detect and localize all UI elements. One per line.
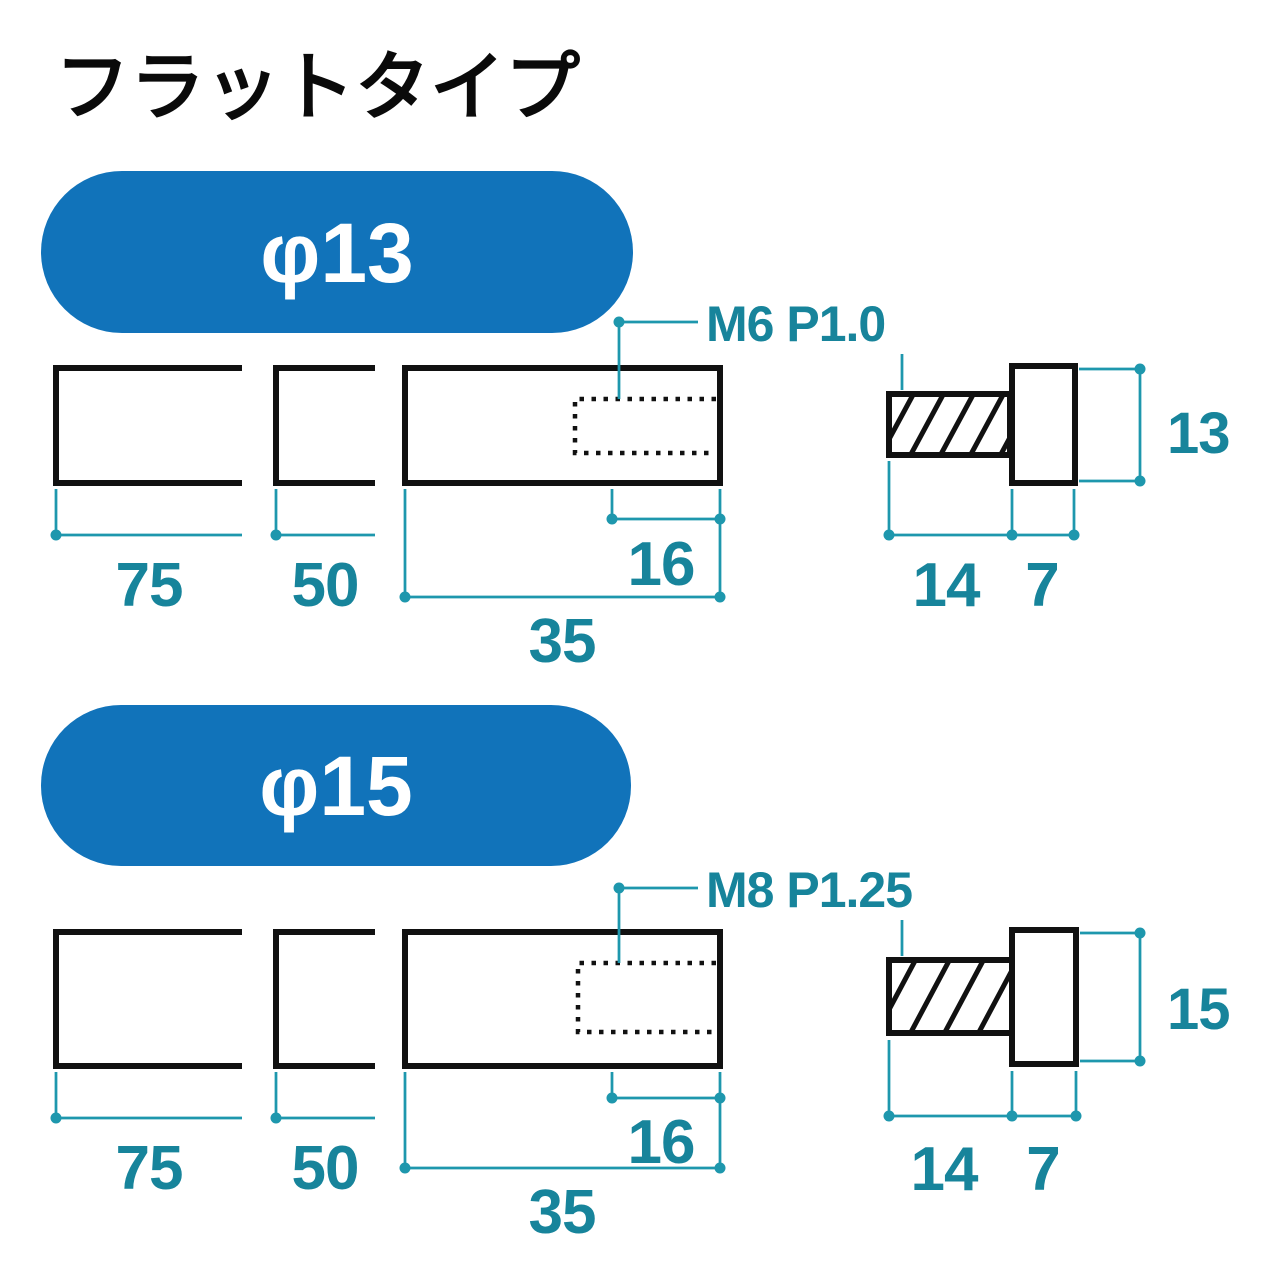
- body-35-drawing: M6 P1.0 16 35: [399, 296, 886, 676]
- dim-75-lines: [54, 1072, 242, 1120]
- dim-35-label: 35: [529, 607, 596, 676]
- dim-7-label: 7: [1025, 551, 1058, 620]
- dim-35-lines: [403, 1072, 720, 1170]
- page-title: フラットタイプ: [55, 45, 580, 129]
- dim-16-label: 16: [628, 530, 695, 599]
- body-50-outline: [273, 929, 375, 1069]
- dim-50-label: 50: [292, 1134, 359, 1203]
- endpoint-dot: [883, 1110, 895, 1122]
- endpoint-dot: [50, 1112, 62, 1124]
- phi15-badge: [41, 705, 631, 866]
- dim-14-7-lines: [887, 1040, 1078, 1118]
- endpoint-dot: [1134, 927, 1146, 939]
- leader-dot: [613, 882, 625, 894]
- endpoint-dot: [1134, 1055, 1146, 1067]
- body-35-outline: [402, 365, 723, 486]
- dim-75-label: 75: [116, 1134, 183, 1203]
- phi13-badge-label: φ13: [260, 206, 414, 300]
- endpoint-dot: [270, 529, 282, 541]
- dim-7-label: 7: [1026, 1135, 1059, 1204]
- dim-13-label: 13: [1167, 401, 1230, 466]
- body-75-outline: [53, 365, 242, 486]
- body-50-outline: [273, 365, 375, 486]
- dim-14-label: 14: [911, 1135, 979, 1204]
- body-35-outline: [402, 929, 723, 1069]
- section-phi13: φ13 75 50 M6 P1.0 16: [41, 171, 1231, 676]
- body-50-drawing: 50: [270, 929, 375, 1203]
- threaded-hole-outline: [575, 960, 716, 1035]
- dim-35-label: 35: [529, 1178, 596, 1247]
- dim-75-label: 75: [116, 551, 183, 620]
- body-35-drawing: M8 P1.25 16 35: [399, 862, 913, 1247]
- endpoint-dot: [1006, 1110, 1018, 1122]
- body-75-drawing: 75: [50, 929, 242, 1203]
- body-75-outline: [53, 929, 242, 1069]
- thread-leader-line: [617, 320, 698, 399]
- dim-13-lines: [1079, 367, 1142, 483]
- endpoint-dot: [606, 513, 618, 525]
- endpoint-dot: [1068, 529, 1080, 541]
- dim-15-label: 15: [1167, 977, 1230, 1042]
- endpoint-dot: [50, 529, 62, 541]
- dim-35-lines: [403, 489, 720, 599]
- phi13-badge: [41, 171, 633, 333]
- endpoint-dot: [714, 1162, 726, 1174]
- thread-spec-label: M8 P1.25: [706, 862, 912, 918]
- screw-thread-hatch-lines: [892, 963, 1009, 1030]
- dim-14-7-lines: [887, 461, 1076, 537]
- thread-leader-line: [617, 886, 698, 963]
- leader-dot: [613, 316, 625, 328]
- endpoint-dot: [399, 591, 411, 603]
- endpoint-dot: [1134, 363, 1146, 375]
- endpoint-dot: [714, 591, 726, 603]
- dim-16-label: 16: [628, 1108, 695, 1177]
- endpoint-dot: [714, 1092, 726, 1104]
- endpoint-dot: [1134, 475, 1146, 487]
- section-phi15: φ15 75 50 M8 P1.25 16: [41, 705, 1231, 1247]
- endpoint-dot: [714, 513, 726, 525]
- endpoint-dot: [606, 1092, 618, 1104]
- screw-head-outline: [1009, 363, 1078, 486]
- dim-50-lines: [274, 489, 375, 537]
- dim-75-lines: [54, 489, 242, 537]
- screw-head-outline: [1009, 927, 1079, 1067]
- body-50-drawing: 50: [270, 365, 375, 620]
- endpoint-dot: [270, 1112, 282, 1124]
- endpoint-dot: [399, 1162, 411, 1174]
- screw-thread-hatch-lines: [892, 397, 1007, 452]
- endpoint-dot: [1070, 1110, 1082, 1122]
- thread-spec-label: M6 P1.0: [706, 296, 885, 352]
- dim-15-lines: [1080, 931, 1142, 1063]
- screw-drawing: 14 7 15: [883, 920, 1231, 1204]
- dim-50-label: 50: [292, 551, 359, 620]
- dim-50-lines: [274, 1072, 375, 1120]
- screw-drawing: 14 7 13: [883, 354, 1231, 620]
- dim-14-label: 14: [913, 551, 981, 620]
- body-75-drawing: 75: [50, 365, 242, 620]
- endpoint-dot: [883, 529, 895, 541]
- phi15-badge-label: φ15: [259, 739, 413, 833]
- endpoint-dot: [1006, 529, 1018, 541]
- threaded-hole-outline: [572, 396, 716, 456]
